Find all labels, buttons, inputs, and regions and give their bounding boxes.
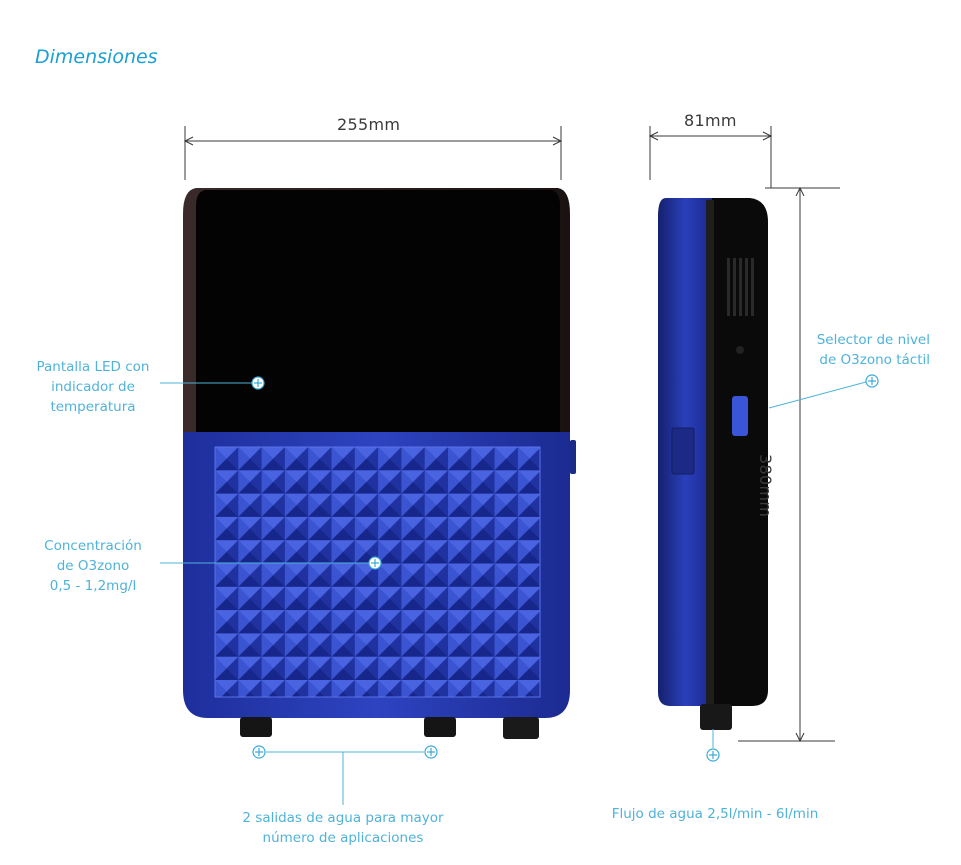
circle-plus-icon bbox=[865, 374, 879, 388]
height-label: 380mm bbox=[756, 454, 775, 518]
front-view bbox=[183, 188, 576, 739]
callout-flow: Flujo de agua 2,5l/min - 6l/min bbox=[611, 806, 819, 822]
circle-plus-icon bbox=[424, 745, 438, 759]
width-label: 255mm bbox=[337, 115, 401, 134]
depth-label: 81mm bbox=[684, 111, 737, 130]
dimension-lines bbox=[183, 126, 840, 743]
circle-plus-icon bbox=[252, 745, 266, 759]
led-screen bbox=[196, 190, 560, 432]
circle-plus-icon bbox=[706, 748, 720, 762]
page-title: Dimensiones bbox=[35, 46, 158, 68]
water-outlet-center bbox=[424, 717, 456, 737]
callout-concentration: Concentración de O3zono 0,5 - 1,2mg/l bbox=[44, 538, 142, 594]
callout-selector: Selector de nivel de O3zono táctil bbox=[816, 332, 930, 368]
callout-outlets: 2 salidas de agua para mayor número de a… bbox=[242, 810, 444, 846]
callout-screen: Pantalla LED con indicador de temperatur… bbox=[36, 359, 150, 415]
side-view bbox=[658, 198, 768, 730]
water-inlet bbox=[503, 717, 539, 739]
ozone-selector bbox=[732, 396, 748, 436]
circle-plus-icon bbox=[251, 376, 265, 390]
callout-lines bbox=[160, 381, 867, 805]
circle-plus-icon bbox=[368, 556, 382, 570]
water-outlet-left bbox=[240, 717, 272, 737]
textured-panel bbox=[214, 446, 541, 698]
